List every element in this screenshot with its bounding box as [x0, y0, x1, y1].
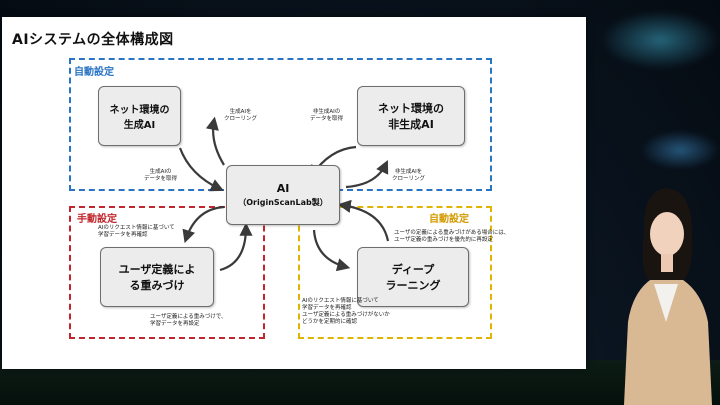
arrow-crawl-gen: [205, 116, 225, 166]
note-fetch-gen: 生成AIの データを取得: [144, 169, 178, 182]
arrow-crawl-nongen: [345, 160, 389, 189]
node-net-non-generative-ai: ネット環境の 非生成AI: [357, 86, 465, 146]
region-auto-top-label: 自動設定: [74, 67, 114, 78]
node-core-ai: AI （OriginScanLab製）: [226, 165, 340, 225]
region-manual: [69, 206, 265, 339]
region-manual-label: 手動設定: [77, 214, 117, 225]
note-auto-check: AIのリクエスト情報に基づいて 学習データを再確認 ユーザ定義による重みづけがな…: [302, 298, 390, 325]
note-auto-priority: ユーザの定義による重みづけがある場合には、 ユーザ定義の重みづけを優先的に再設定: [394, 230, 510, 243]
node-user-weighting: ユーザ定義によ る重みづけ: [100, 247, 214, 307]
presenter-image: [624, 188, 712, 405]
note-fetch-nongen: 非生成AIの データを取得: [310, 109, 344, 122]
arrow-core-to-manual: [182, 205, 225, 244]
arrow-core-to-deep: [312, 229, 351, 272]
arrow-fetch-gen: [178, 147, 224, 192]
core-ai-title: AI: [276, 182, 290, 195]
note-manual-reset: ユーザ定義による重みづけで、 学習データを再設定: [150, 314, 227, 327]
region-auto-bottom: [298, 206, 492, 339]
note-crawl-nongen: 非生成AIを クローリング: [392, 169, 426, 182]
region-auto-bottom-label: 自動設定: [429, 214, 469, 225]
node-deep-learning: ディープ ラーニング: [357, 247, 469, 307]
background-glow: [600, 10, 720, 70]
slide: AIシステムの全体構成図 自動設定 手動設定 自動設定 ネット環境の 生成AI …: [2, 17, 586, 369]
background-glow: [640, 130, 720, 170]
arrow-manual-to-core: [219, 222, 253, 272]
note-manual-relearn: AIのリクエスト情報に基づいて 学習データを再確認: [98, 225, 175, 238]
arrow-deep-to-core: [337, 199, 390, 242]
slide-title: AIシステムの全体構成図: [12, 32, 174, 48]
core-ai-subtitle: （OriginScanLab製）: [238, 198, 328, 207]
note-crawl-gen: 生成AIを クローリング: [224, 109, 258, 122]
node-net-generative-ai: ネット環境の 生成AI: [98, 86, 181, 146]
